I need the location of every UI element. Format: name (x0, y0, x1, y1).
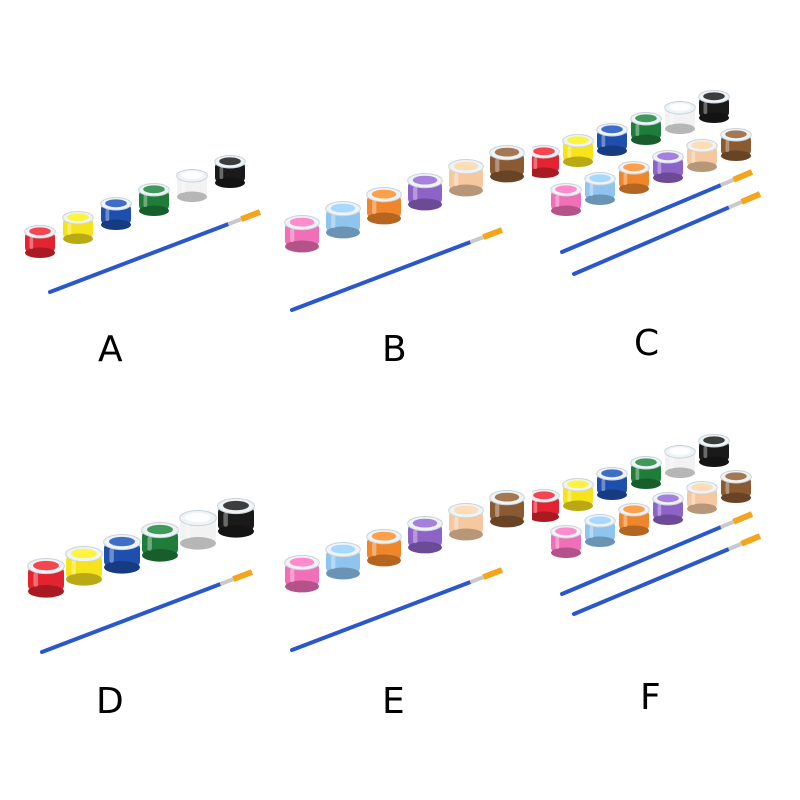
paint-pot-yellow (65, 546, 103, 586)
paint-pot-black (698, 433, 730, 467)
option-a-label: A (98, 329, 123, 370)
paint-pot-red (532, 488, 560, 522)
paint-pot-peach (686, 480, 718, 514)
paint-pot-green (138, 182, 170, 216)
paint-pot-purple (652, 149, 684, 183)
option-b-label: B (382, 329, 407, 370)
paint-pot-green (630, 111, 662, 145)
paint-pot-blue (596, 466, 628, 500)
paint-pot-orange (618, 502, 650, 536)
option-d-label: D (96, 681, 124, 722)
paint-pot-lightblue (325, 201, 361, 239)
paint-pot-purple (407, 516, 443, 554)
paint-pot-white (179, 510, 217, 550)
paint-pot-blue (596, 122, 628, 156)
paint-pot-white (176, 168, 208, 202)
paint-pot-white (664, 444, 696, 478)
paint-brush-2 (572, 533, 762, 616)
option-c-paint-set-image (532, 89, 762, 276)
option-d-paint-set-image (27, 498, 255, 654)
option-b-paint-set-image (284, 145, 525, 312)
paint-pot-purple (407, 173, 443, 211)
paint-pot-brown (489, 490, 525, 528)
option-e-paint-set-image (284, 490, 525, 652)
option-d-panel[interactable]: D (0, 400, 266, 800)
paint-pot-yellow (562, 133, 594, 167)
paint-pot-orange (366, 187, 402, 225)
option-c-label: C (634, 323, 660, 364)
paint-pot-green (630, 455, 662, 489)
paint-pot-white (664, 100, 696, 134)
paint-pot-brown (720, 127, 752, 161)
paint-pot-peach (448, 159, 484, 197)
paint-pot-lightblue (325, 542, 361, 580)
paint-pot-lightblue (584, 171, 616, 205)
option-f-paint-set-image (532, 433, 762, 616)
paint-pot-peach (448, 503, 484, 541)
paint-pot-brown (720, 469, 752, 503)
paint-pot-yellow (562, 477, 594, 511)
option-c-panel[interactable]: C (532, 0, 798, 400)
paint-pot-black (217, 498, 255, 538)
paint-pot-peach (686, 138, 718, 172)
paint-pot-blue (103, 534, 141, 574)
paint-brush-1 (290, 567, 504, 652)
option-a-panel[interactable]: A (0, 0, 266, 400)
paint-brush-2 (572, 191, 762, 276)
paint-pot-lightblue (584, 513, 616, 547)
paint-pot-pink (284, 555, 320, 593)
paint-pot-red (24, 224, 56, 258)
option-b-panel[interactable]: B (266, 0, 532, 400)
paint-brush-1 (560, 169, 754, 254)
paint-pot-black (214, 154, 246, 188)
paint-pot-orange (366, 529, 402, 567)
paint-pot-black (698, 89, 730, 123)
paint-pot-yellow (62, 210, 94, 244)
paint-brush-1 (48, 209, 262, 294)
option-f-label: F (640, 677, 661, 718)
paint-brush-1 (560, 511, 754, 596)
paint-pot-brown (489, 145, 525, 183)
paint-pot-purple (652, 491, 684, 525)
paint-pot-red (532, 144, 560, 178)
paint-pot-pink (550, 524, 582, 558)
paint-pot-pink (284, 215, 320, 253)
paint-pot-pink (550, 182, 582, 216)
paint-brush-1 (290, 227, 504, 312)
paint-brush-1 (40, 569, 254, 654)
option-e-panel[interactable]: E (266, 400, 532, 800)
option-e-label: E (382, 681, 405, 722)
option-f-panel[interactable]: F (532, 400, 798, 800)
option-a-paint-set-image (24, 154, 262, 294)
paint-pot-blue (100, 196, 132, 230)
paint-pot-orange (618, 160, 650, 194)
paint-pot-red (27, 558, 65, 598)
paint-pot-green (141, 522, 179, 562)
